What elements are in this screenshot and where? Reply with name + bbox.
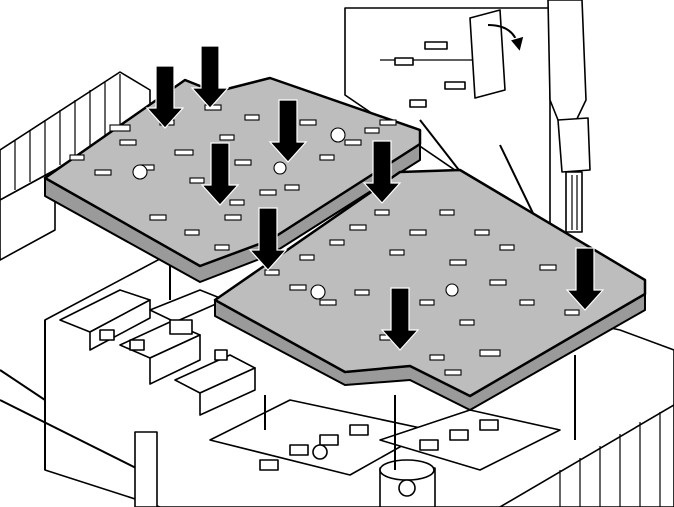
fuse-board-left-top — [43, 76, 422, 268]
down-arrow-icon — [565, 247, 605, 311]
right-ribbed-wall — [499, 404, 674, 507]
down-arrow-icon — [200, 142, 240, 206]
detail-inset — [344, 0, 591, 301]
alignment-posts — [169, 265, 576, 470]
down-arrow-icon — [248, 207, 288, 271]
left-ribbed-wall — [0, 71, 151, 261]
press-arrows — [145, 45, 605, 351]
down-arrow-icon — [268, 99, 308, 163]
fuse-board-right-top — [213, 168, 647, 398]
down-arrow-icon — [145, 65, 185, 129]
fuse-board-left — [43, 76, 422, 283]
fuse-board-right — [213, 168, 647, 411]
fuse-slots-right — [264, 209, 595, 376]
fuse-puller-tool — [547, 0, 591, 233]
base-socket-blocks-left — [59, 289, 256, 416]
down-arrow-icon — [362, 140, 402, 204]
down-arrow-icon — [380, 287, 420, 351]
down-arrow-icon — [190, 45, 230, 109]
